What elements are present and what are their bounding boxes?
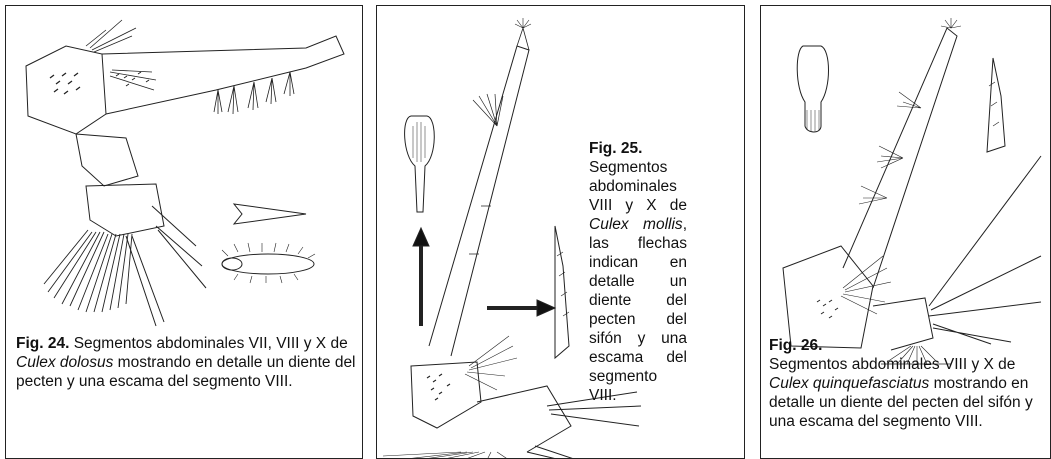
siphon-setae (214, 72, 294, 114)
pecten-tooth-detail (234, 204, 306, 224)
scale-detail (222, 254, 314, 274)
figure-26-caption: Fig. 26. Segmentos abdominales VIII y X d… (769, 336, 1047, 431)
anal-segment (86, 184, 164, 236)
figure-24-text-a: Segmentos abdominales VII, VIII y X de (69, 335, 348, 352)
anal-segment (477, 386, 571, 452)
segment-viii (411, 362, 481, 428)
ventral-brush (887, 346, 937, 364)
figure-26-panel: Fig. 26. Segmentos abdominales VIII y X d… (760, 5, 1051, 459)
figure-24-caption: Fig. 24. Segmentos abdominales VII, VIII… (16, 334, 356, 391)
siphon (102, 36, 344, 114)
segment-viii (76, 134, 138, 186)
anal-gills (929, 156, 1041, 344)
siphon-setae (859, 92, 921, 204)
figure-25-label: Fig. 25. (589, 140, 643, 157)
figure-24-text-b: mostrando en detalle un diente del pecte… (16, 354, 356, 390)
scale-fringe (222, 243, 315, 283)
anal-segment (873, 298, 933, 350)
anal-gills (126, 206, 206, 326)
figure-25-caption: Fig. 25. Segmentos abdominales VIII y X d… (589, 139, 687, 405)
figure-24-species: Culex dolosus (16, 354, 114, 371)
figure-26-species: Culex quinquefasciatus (769, 375, 930, 392)
siphon-setae (469, 94, 503, 254)
figure-24-panel: Fig. 24. Segmentos abdominales VII, VIII… (5, 5, 363, 459)
scale-detail (797, 46, 828, 132)
siphon-tip-hairs (515, 18, 531, 28)
culex-quinquefasciatus-drawing (761, 6, 1051, 459)
pecten-row (427, 374, 450, 400)
pecten-tooth-detail (987, 58, 1005, 152)
pecten-tooth-detail (555, 226, 569, 358)
figure-24-label: Fig. 24. (16, 335, 70, 352)
pecten-row (116, 72, 149, 86)
figure-25-text-b: , las flechas indican en detalle un dien… (589, 216, 687, 404)
ventral-brush (44, 230, 132, 312)
scale-fringe (807, 110, 819, 132)
siphon (429, 46, 529, 356)
figure-26-text-b: mostrando en detalle un diente del pecte… (769, 375, 1033, 430)
figure-25-text-a: Segmentos abdominales VIII y X de (589, 159, 687, 214)
segment-vii (26, 46, 106, 134)
pecten-row (817, 300, 838, 318)
ventral-brush (383, 452, 509, 459)
anal-gills (527, 392, 641, 459)
figure-25-panel: Fig. 25. Segmentos abdominales VIII y X d… (376, 5, 745, 459)
dorsal-hairs (86, 20, 156, 90)
culex-mollis-drawing (377, 6, 745, 459)
figure-26-text-a: Segmentos abdominales VIII y X de (769, 356, 1016, 373)
figure-25-species: Culex mollis (589, 216, 683, 233)
siphon-tip-hairs (941, 18, 961, 28)
dorsal-hairs (841, 256, 891, 314)
culex-dolosus-drawing (6, 6, 363, 459)
scale-detail (405, 116, 435, 212)
scale-ribs (413, 122, 425, 162)
figure-26-label: Fig. 26. (769, 337, 823, 354)
siphon (843, 28, 957, 288)
dorsal-hairs (465, 336, 517, 390)
segment-setae-dots (50, 73, 80, 94)
segment-viii (783, 246, 873, 348)
